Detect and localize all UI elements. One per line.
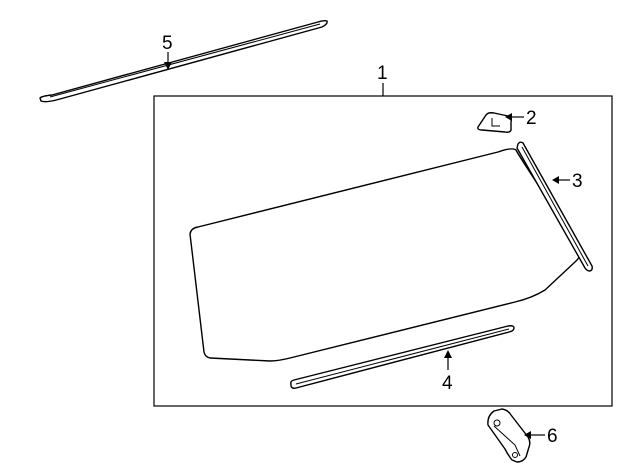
arrow-3: [552, 176, 559, 184]
callout-3: 3: [572, 171, 583, 192]
callout-1: 1: [377, 63, 388, 84]
callout-6: 6: [547, 426, 558, 447]
arrow-6: [524, 431, 531, 439]
back-glass[interactable]: [189, 148, 582, 362]
part-2-clip[interactable]: [477, 112, 512, 133]
arrow-2: [505, 113, 512, 121]
part-4-lower-molding[interactable]: [290, 325, 515, 389]
callout-4: 4: [442, 373, 453, 394]
arrow-4: [444, 350, 452, 358]
callout-5: 5: [162, 33, 173, 54]
part-5-molding[interactable]: [39, 19, 328, 103]
part-3-side-molding[interactable]: [516, 141, 593, 272]
callout-2: 2: [526, 108, 537, 129]
arrow-5: [164, 62, 172, 70]
part-6-bracket[interactable]: [487, 408, 531, 463]
